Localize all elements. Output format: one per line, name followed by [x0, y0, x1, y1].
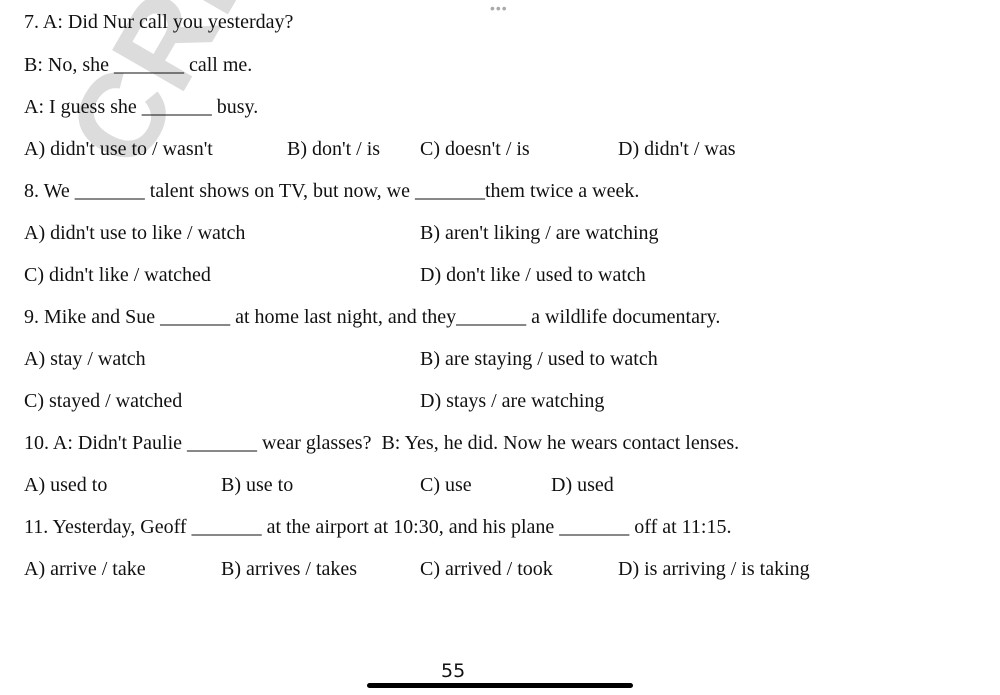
option-a: A) stay / watch: [24, 348, 146, 370]
page-number: 55: [441, 660, 466, 682]
option-b: B) arrives / takes: [221, 558, 358, 580]
question-text: 7. A: Did Nur call you yesterday?: [24, 11, 294, 33]
option-b: B) are staying / used to watch: [420, 348, 658, 370]
option-d: D) used: [551, 474, 614, 496]
question-text: B: No, she _______ call me.: [24, 54, 253, 76]
option-b: B) don't / is: [287, 138, 381, 160]
option-b: B) aren't liking / are watching: [420, 222, 659, 244]
option-b: B) use to: [221, 474, 294, 496]
home-indicator-bar[interactable]: [367, 683, 633, 688]
option-a: A) used to: [24, 474, 108, 496]
option-d: D) don't like / used to watch: [420, 264, 646, 286]
question-text: 11. Yesterday, Geoff _______ at the airp…: [24, 516, 732, 538]
option-a: A) didn't use to / wasn't: [24, 138, 213, 160]
more-options-icon[interactable]: •••: [490, 0, 508, 16]
option-c: C) stayed / watched: [24, 390, 183, 412]
question-text: 9. Mike and Sue _______ at home last nig…: [24, 306, 721, 328]
question-text: 8. We _______ talent shows on TV, but no…: [24, 180, 640, 202]
option-a: A) didn't use to like / watch: [24, 222, 246, 244]
option-a: A) arrive / take: [24, 558, 146, 580]
question-text: 10. A: Didn't Paulie _______ wear glasse…: [24, 432, 740, 454]
option-c: C) doesn't / is: [420, 138, 530, 160]
question-text: A: I guess she _______ busy.: [24, 96, 259, 118]
option-c: C) arrived / took: [420, 558, 553, 580]
option-d: D) stays / are watching: [420, 390, 605, 412]
option-d: D) is arriving / is taking: [618, 558, 810, 580]
option-c: C) didn't like / watched: [24, 264, 211, 286]
option-d: D) didn't / was: [618, 138, 736, 160]
option-c: C) use: [420, 474, 472, 496]
